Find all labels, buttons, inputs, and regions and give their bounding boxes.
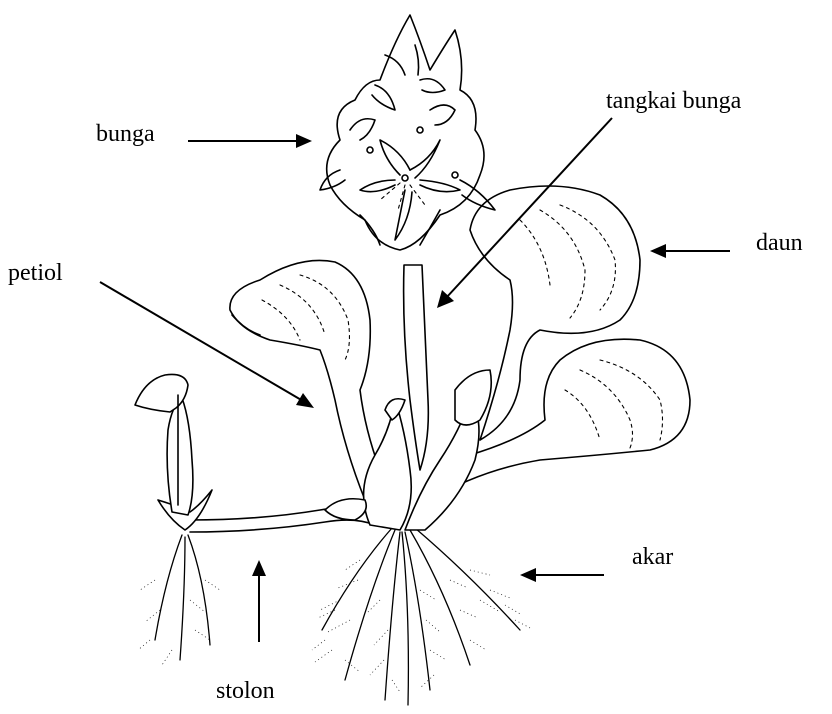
main-roots [312,528,530,705]
plant-illustration [135,15,690,705]
flower-stalk [404,265,429,470]
label-akar: akar [632,544,673,570]
label-tangkai-bunga: tangkai bunga [606,88,742,114]
arrow-bunga [188,134,312,148]
arrow-stolon [252,560,266,642]
label-petiol: petiol [8,260,63,286]
label-daun: daun [756,230,803,256]
leaf-left [230,260,380,500]
label-bunga: bunga [96,121,155,147]
flower-cluster [320,15,495,250]
label-stolon: stolon [216,678,275,704]
arrow-akar [520,568,604,582]
arrow-daun [650,244,730,258]
